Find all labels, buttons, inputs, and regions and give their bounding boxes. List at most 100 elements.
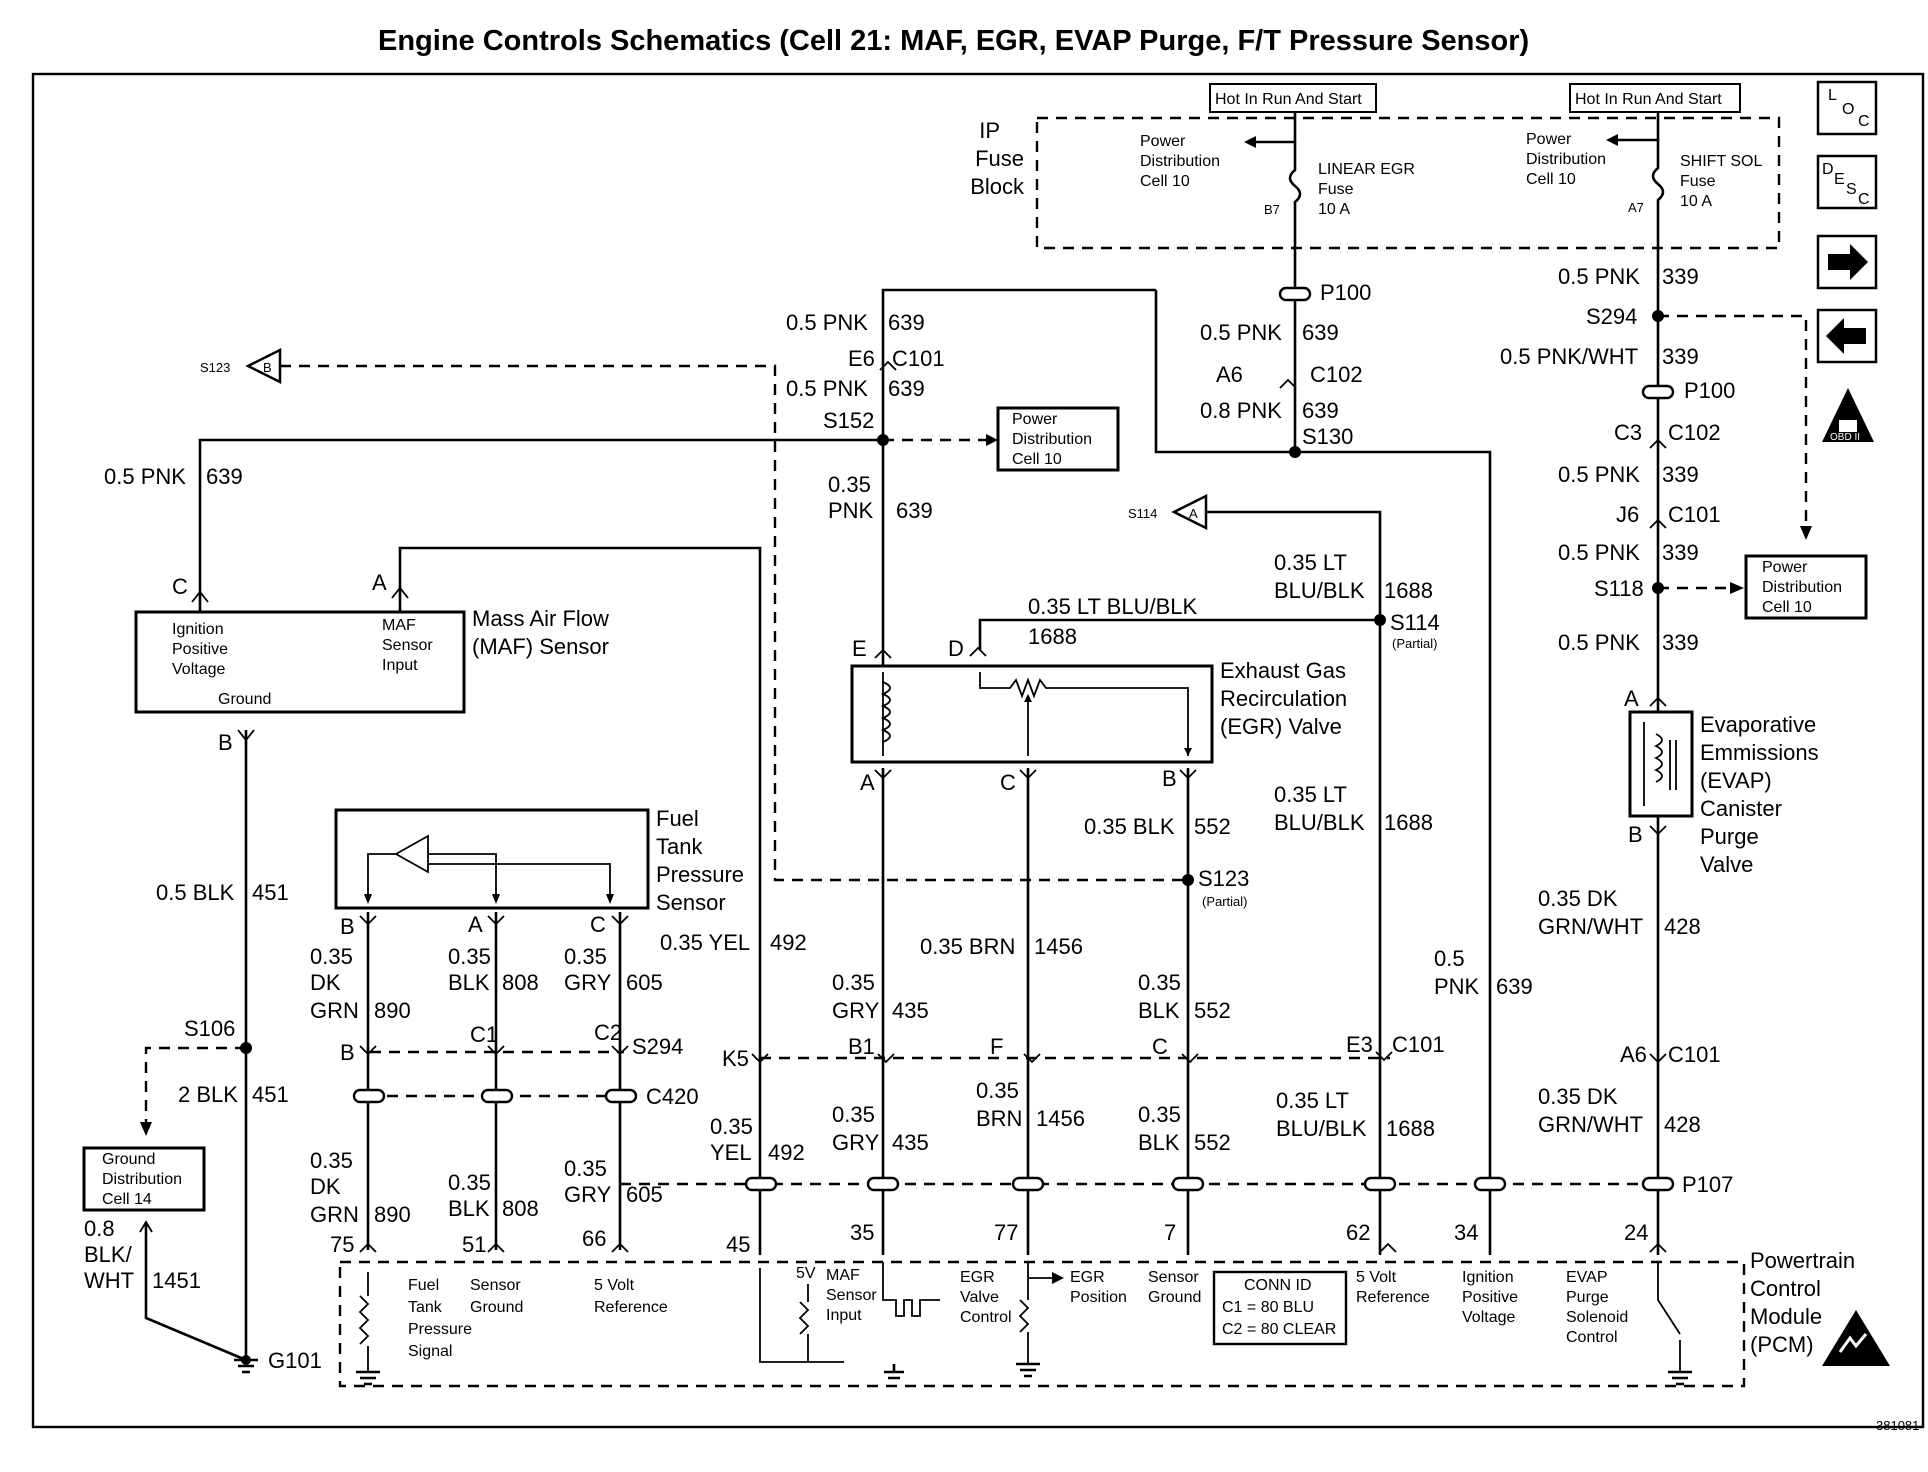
svg-text:BRN: BRN — [976, 1106, 1022, 1131]
svg-text:0.35 LT: 0.35 LT — [1274, 550, 1347, 575]
svg-text:77: 77 — [994, 1220, 1018, 1245]
svg-text:Fuse: Fuse — [975, 146, 1024, 171]
svg-text:0.35 DK: 0.35 DK — [1538, 1084, 1618, 1109]
esd-warning-icon — [1822, 1310, 1890, 1366]
svg-text:Module: Module — [1750, 1304, 1822, 1329]
svg-text:A: A — [468, 912, 483, 937]
next-arrow-icon[interactable] — [1816, 234, 1878, 290]
svg-text:GRY: GRY — [564, 1182, 612, 1207]
svg-text:B1: B1 — [848, 1034, 875, 1059]
svg-text:BLK: BLK — [1138, 998, 1180, 1023]
svg-text:Cell 10: Cell 10 — [1140, 173, 1190, 190]
svg-text:Tank: Tank — [408, 1299, 443, 1316]
svg-text:Positive: Positive — [172, 641, 228, 658]
svg-text:Sensor: Sensor — [656, 890, 726, 915]
svg-text:Recirculation: Recirculation — [1220, 686, 1347, 711]
svg-text:Voltage: Voltage — [1462, 1309, 1515, 1326]
svg-text:C101: C101 — [1668, 1042, 1721, 1067]
svg-text:B: B — [1628, 822, 1643, 847]
svg-text:E3: E3 — [1346, 1032, 1373, 1057]
svg-text:G101: G101 — [268, 1348, 322, 1373]
svg-text:C101: C101 — [1668, 502, 1721, 527]
svg-text:890: 890 — [374, 1202, 411, 1227]
svg-text:34: 34 — [1454, 1220, 1478, 1245]
svg-text:GRN/WHT: GRN/WHT — [1538, 1112, 1643, 1137]
svg-text:0.35: 0.35 — [564, 944, 607, 969]
svg-text:(Partial): (Partial) — [1202, 894, 1248, 909]
svg-text:Fuse: Fuse — [1318, 181, 1354, 198]
svg-text:J6: J6 — [1616, 502, 1639, 527]
svg-text:5 Volt: 5 Volt — [1356, 1269, 1397, 1286]
svg-text:339: 339 — [1662, 462, 1699, 487]
svg-text:A6: A6 — [1216, 362, 1243, 387]
svg-text:Mass Air Flow: Mass Air Flow — [472, 606, 609, 631]
svg-text:Distribution: Distribution — [102, 1171, 182, 1188]
svg-text:639: 639 — [206, 464, 243, 489]
maf-sensor: Ignition Positive Voltage MAF Sensor Inp… — [134, 570, 609, 755]
svg-text:Purge: Purge — [1700, 824, 1759, 849]
svg-text:45: 45 — [726, 1232, 750, 1257]
svg-text:Solenoid: Solenoid — [1566, 1309, 1628, 1326]
svg-text:B: B — [340, 914, 355, 939]
svg-text:S294: S294 — [632, 1034, 683, 1059]
svg-text:Tank: Tank — [656, 834, 703, 859]
loc-icon[interactable]: LOC — [1816, 80, 1878, 136]
svg-text:C1 = 80 BLU: C1 = 80 BLU — [1222, 1299, 1314, 1316]
svg-text:(MAF) Sensor: (MAF) Sensor — [472, 634, 609, 659]
svg-text:D: D — [948, 636, 964, 661]
svg-text:C2 = 80 CLEAR: C2 = 80 CLEAR — [1222, 1321, 1336, 1338]
svg-text:Ground: Ground — [218, 691, 271, 708]
svg-text:BLU/BLK: BLU/BLK — [1274, 578, 1365, 603]
svg-text:A7: A7 — [1628, 200, 1644, 215]
fuel-tank-pressure-sensor: Fuel Tank Pressure Sensor B A C — [334, 806, 744, 939]
svg-text:0.35: 0.35 — [448, 1170, 491, 1195]
svg-text:S: S — [1846, 181, 1857, 198]
svg-text:B: B — [340, 1040, 355, 1065]
svg-text:CONN ID: CONN ID — [1244, 1277, 1312, 1294]
svg-text:A: A — [372, 570, 387, 595]
svg-text:E6: E6 — [848, 346, 875, 371]
svg-text:C: C — [590, 912, 606, 937]
svg-text:GRN/WHT: GRN/WHT — [1538, 914, 1643, 939]
svg-text:435: 435 — [892, 1130, 929, 1155]
svg-text:Ground: Ground — [1148, 1289, 1201, 1306]
svg-text:890: 890 — [374, 998, 411, 1023]
svg-text:1451: 1451 — [152, 1268, 201, 1293]
svg-text:C3: C3 — [1614, 420, 1642, 445]
egr-valve: Exhaust Gas Recirculation (EGR) Valve E … — [850, 636, 1347, 795]
prev-arrow-icon[interactable] — [1816, 308, 1878, 364]
svg-text:C: C — [1858, 113, 1870, 130]
svg-text:0.35: 0.35 — [310, 1148, 353, 1173]
svg-text:GRN: GRN — [310, 998, 359, 1023]
svg-text:Fuse: Fuse — [1680, 173, 1716, 190]
svg-text:0.35 BLK: 0.35 BLK — [1084, 814, 1175, 839]
svg-text:S123: S123 — [200, 360, 230, 375]
svg-text:0.35: 0.35 — [828, 472, 871, 497]
svg-text:C: C — [1858, 191, 1870, 208]
svg-text:0.5 PNK: 0.5 PNK — [1558, 462, 1640, 487]
svg-text:GRY: GRY — [832, 1130, 880, 1155]
svg-text:Fuel: Fuel — [656, 806, 699, 831]
svg-text:C: C — [172, 574, 188, 599]
linear-egr-fuse: LINEAR EGR Fuse 10 A B7 Power Distributi… — [1140, 133, 1415, 218]
svg-text:Voltage: Voltage — [172, 661, 225, 678]
svg-text:808: 808 — [502, 1196, 539, 1221]
svg-text:24: 24 — [1624, 1220, 1648, 1245]
svg-text:Ground: Ground — [102, 1151, 155, 1168]
svg-text:Pressure: Pressure — [408, 1321, 472, 1338]
svg-text:Canister: Canister — [1700, 796, 1782, 821]
svg-text:Cell 14: Cell 14 — [102, 1191, 152, 1208]
svg-text:B: B — [263, 360, 272, 375]
svg-text:Reference: Reference — [594, 1299, 668, 1316]
svg-text:0.35 LT: 0.35 LT — [1274, 782, 1347, 807]
svg-text:B7: B7 — [1264, 202, 1280, 217]
svg-text:5 Volt: 5 Volt — [594, 1277, 635, 1294]
svg-text:Distribution: Distribution — [1140, 153, 1220, 170]
svg-text:Distribution: Distribution — [1526, 151, 1606, 168]
svg-text:492: 492 — [768, 1140, 805, 1165]
svg-text:P100: P100 — [1684, 378, 1735, 403]
svg-text:(EGR) Valve: (EGR) Valve — [1220, 714, 1342, 739]
svg-text:0.35: 0.35 — [1138, 1102, 1181, 1127]
svg-text:0.35: 0.35 — [832, 970, 875, 995]
